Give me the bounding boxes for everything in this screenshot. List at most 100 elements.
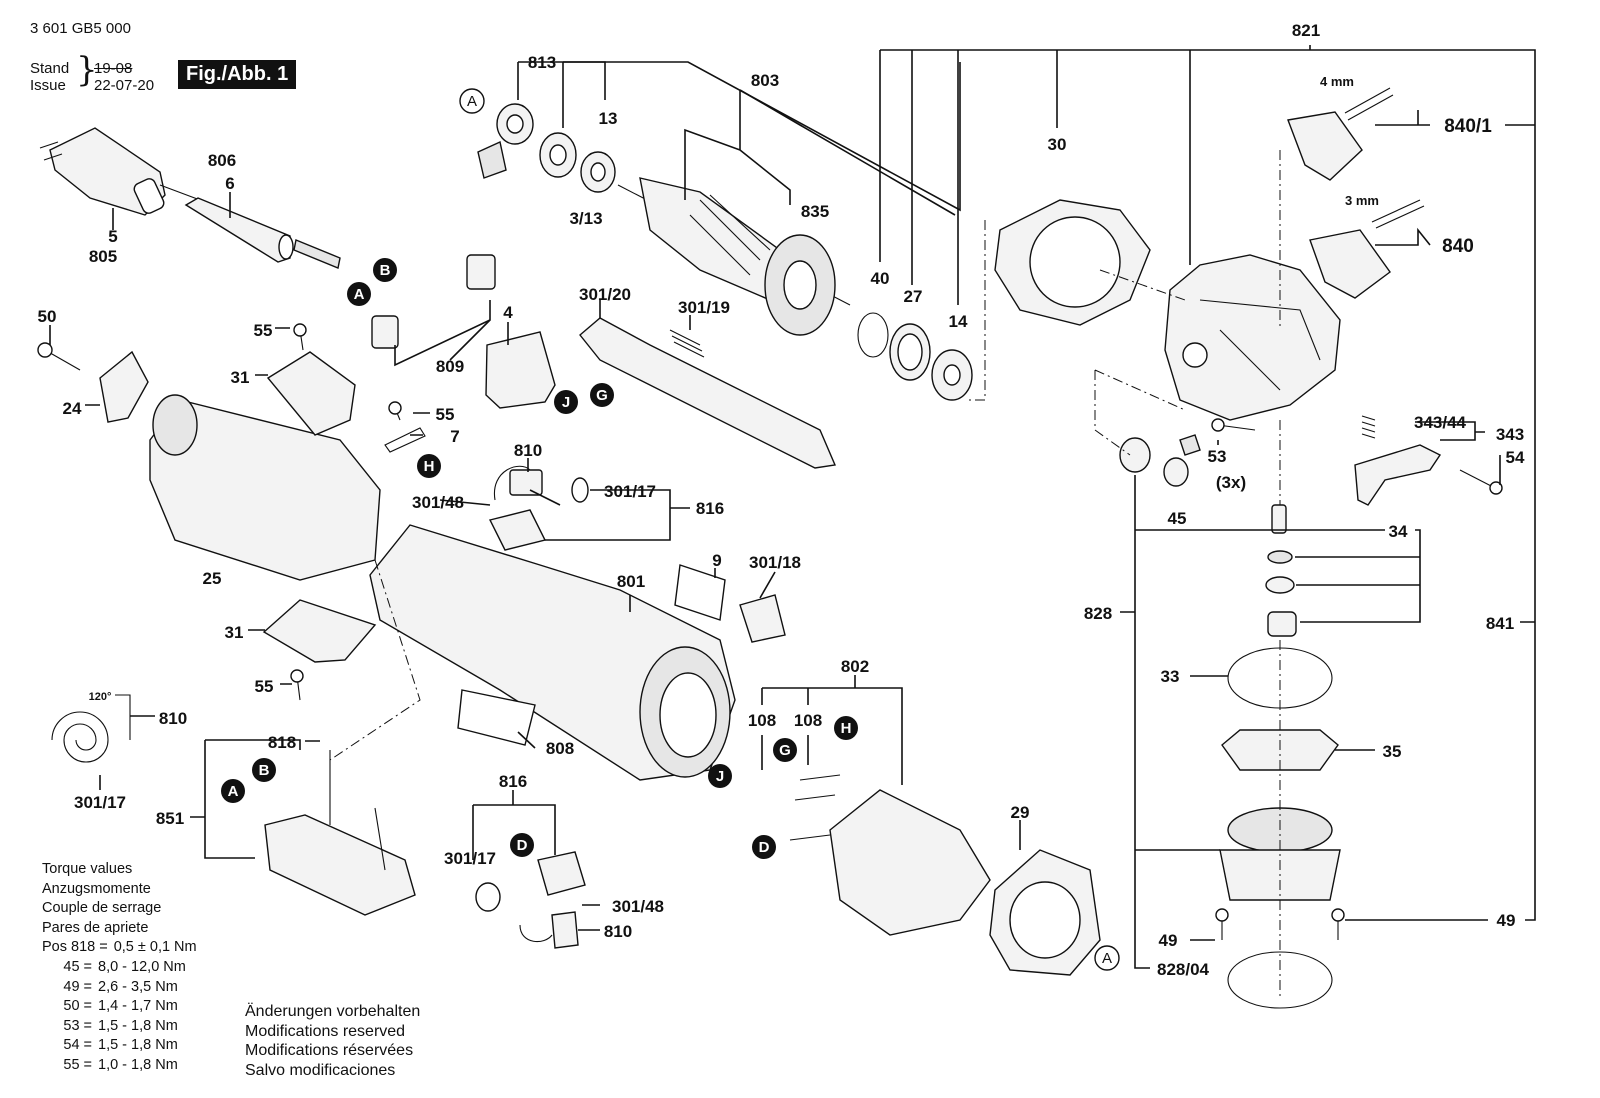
- svg-text:G: G: [596, 387, 608, 404]
- part-label-108-left: 108: [748, 711, 776, 730]
- modifications-es: Salvo modificaciones: [245, 1061, 396, 1079]
- part-label-816-bottom: 816: [499, 772, 527, 791]
- part-label-816-top: 816: [696, 499, 724, 518]
- part-label-840: 840: [1442, 236, 1474, 257]
- leader-lines: [49, 45, 1536, 969]
- part-label-803: 803: [751, 71, 779, 90]
- callout-A-module: A: [221, 779, 245, 803]
- svg-text:A: A: [228, 783, 239, 800]
- callout-H-top: H: [417, 454, 441, 478]
- svg-text:A: A: [467, 93, 477, 110]
- callout-H-stator: H: [834, 716, 858, 740]
- modifications-fr: Modifications réservées: [245, 1042, 414, 1060]
- svg-text:B: B: [259, 762, 270, 779]
- callout-A-plug: A: [347, 282, 371, 306]
- part-label-301-17-top: 301/17: [604, 482, 656, 501]
- part-label-801: 801: [617, 572, 645, 591]
- part-label-301-18: 301/18: [749, 553, 801, 572]
- part-label-806: 806: [208, 151, 236, 170]
- armature-drawing: [617, 177, 851, 336]
- torque-row: 49 =2,6 - 3,5 Nm: [63, 978, 178, 995]
- part-label-343: 343: [1496, 425, 1524, 444]
- clip-drawing: [384, 427, 426, 453]
- part-label-3-13: 3/13: [569, 209, 602, 228]
- part-label-53: 53: [1208, 447, 1227, 466]
- part-label-808: 808: [546, 739, 574, 758]
- figure-label: Fig./Abb. 1: [178, 60, 297, 89]
- issue-date: 22-07-20: [94, 77, 155, 94]
- part-label-821: 821: [1292, 21, 1320, 40]
- angle-label: 120°: [89, 691, 112, 703]
- part-label-55-mid: 55: [436, 405, 455, 424]
- electronics-module-drawing: [264, 750, 416, 916]
- part-label-34: 34: [1389, 522, 1408, 541]
- dimension-4mm: 4 mm: [1320, 74, 1354, 89]
- electronics-top-drawing: [488, 465, 589, 551]
- part-label-813: 813: [528, 53, 556, 72]
- part-label-14: 14: [949, 312, 968, 331]
- svg-text:G: G: [779, 742, 791, 759]
- callout-markers: A B A G J H B A D H G J D A: [221, 88, 1120, 971]
- part-label-810-top: 810: [514, 441, 542, 460]
- part-label-9: 9: [712, 551, 721, 570]
- switch-rod-drawing: [579, 317, 837, 469]
- callout-G-stator: G: [773, 738, 797, 762]
- part-label-24: 24: [63, 399, 82, 418]
- part-label-4: 4: [503, 303, 513, 322]
- part-label-828: 828: [1084, 604, 1112, 623]
- brush-plate-drawing: [485, 331, 556, 409]
- part-label-6: 6: [225, 174, 234, 193]
- gears-drawing: [1119, 434, 1201, 487]
- header-brace: }: [76, 50, 98, 90]
- callout-J-brush: J: [554, 390, 578, 414]
- torque-row: 54 =1,5 - 1,8 Nm: [63, 1037, 178, 1054]
- part-label-45: 45: [1168, 509, 1187, 528]
- part-label-805: 805: [89, 247, 117, 266]
- part-label-810-spiral: 810: [159, 709, 187, 728]
- stator-drawing: [789, 774, 991, 936]
- part-label-809: 809: [436, 357, 464, 376]
- part-label-343-44: 343/44: [1414, 413, 1467, 432]
- callout-A-bearing: A: [459, 88, 485, 114]
- part-label-25: 25: [203, 569, 222, 588]
- issue-label: Issue: [30, 77, 66, 94]
- part-label-810-bottom: 810: [604, 922, 632, 941]
- part-label-5: 5: [108, 227, 117, 246]
- svg-text:A: A: [354, 286, 365, 303]
- cable-sleeve-drawing: [184, 197, 341, 269]
- torque-heading-fr: Couple de serrage: [42, 900, 162, 917]
- part-label-3x: (3x): [1216, 473, 1246, 492]
- modifications-notice: Änderungen vorbehalten Modifications res…: [245, 1002, 420, 1080]
- electronics-bottom-drawing: [475, 851, 586, 949]
- part-label-50: 50: [38, 307, 57, 326]
- svg-text:J: J: [562, 394, 570, 411]
- part-label-828-04: 828/04: [1157, 960, 1210, 979]
- assembly-lines: [329, 150, 1281, 1000]
- main-housing-drawing: [369, 524, 736, 781]
- part-label-841: 841: [1486, 614, 1514, 633]
- part-label-35: 35: [1383, 742, 1402, 761]
- svg-text:A: A: [1102, 950, 1112, 967]
- screws-drawing: [37, 323, 1503, 940]
- switch-301-18-drawing: [739, 594, 786, 643]
- torque-values-table: Torque values Anzugsmomente Couple de se…: [42, 860, 234, 1076]
- torque-row: 53 =1,5 - 1,8 Nm: [63, 1017, 178, 1034]
- part-label-301-48-top: 301/48: [412, 493, 464, 512]
- part-label-27: 27: [904, 287, 923, 306]
- part-label-301-48-bottom: 301/48: [612, 897, 664, 916]
- callout-B-plug: B: [373, 258, 397, 282]
- part-label-301-17-bottom: 301/17: [444, 849, 496, 868]
- part-label-835: 835: [801, 202, 829, 221]
- spindle-stack-drawing: [1219, 504, 1341, 1009]
- dimension-3mm: 3 mm: [1345, 193, 1379, 208]
- label-9-drawing: [674, 564, 726, 621]
- torque-heading-en: Torque values: [42, 861, 133, 877]
- motor-housing-drawing: [149, 394, 381, 581]
- lock-lever-drawing: [1354, 444, 1442, 506]
- callout-J-stator: J: [708, 764, 732, 788]
- part-label-7: 7: [450, 427, 459, 446]
- part-label-55-top: 55: [254, 321, 273, 340]
- end-cover-drawing: [989, 849, 1101, 976]
- lever-spring-drawing: [1361, 415, 1376, 439]
